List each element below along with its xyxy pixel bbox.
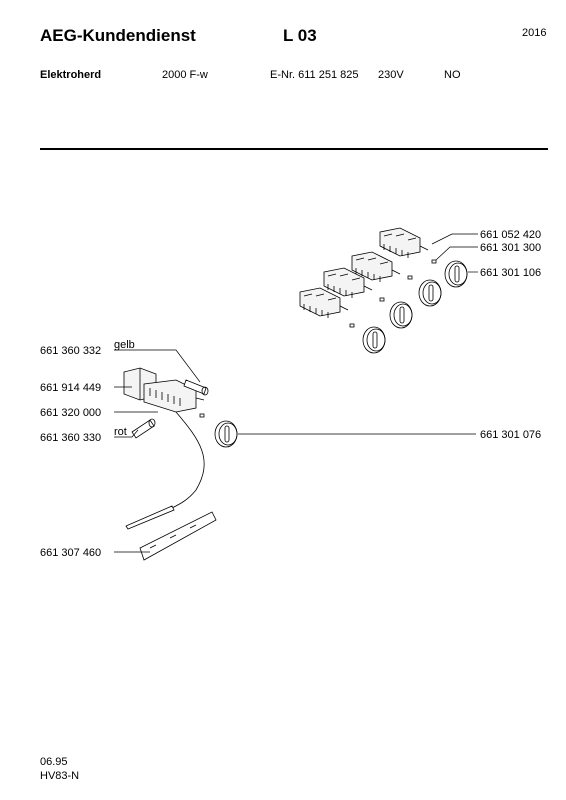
part-label-661052420: 661 052 420 — [480, 229, 541, 241]
model-number: 2000 F-w — [162, 69, 208, 81]
clip-3 — [379, 297, 385, 302]
part-label-661360332: 661 360 332 — [40, 345, 101, 357]
part-label-661301076: 661 301 076 — [480, 429, 541, 441]
footer-reference: HV83-N — [40, 770, 80, 782]
clip-1 — [431, 259, 437, 264]
knob-4 — [362, 326, 386, 354]
knob-2 — [418, 279, 442, 307]
brand-title: AEG-Kundendienst — [40, 26, 196, 45]
indicator-lamp-red — [131, 418, 156, 439]
capillary-tube — [171, 411, 205, 509]
part-label-661307460: 661 307 460 — [40, 547, 101, 559]
temperature-sensor — [125, 505, 175, 530]
clip-4 — [349, 323, 355, 328]
sensor-bracket — [139, 511, 217, 561]
document-code: L 03 — [283, 26, 317, 45]
switch-assembly-1 — [379, 227, 429, 258]
voltage: 230V — [378, 69, 404, 81]
oven-knob — [214, 420, 238, 448]
knob-1 — [444, 260, 468, 288]
leader-lines — [114, 233, 478, 553]
footer-date: 06.95 — [40, 756, 68, 768]
switch-assembly-2 — [351, 251, 401, 282]
page-number: 2016 — [522, 27, 547, 39]
product-name: Elektroherd — [40, 69, 102, 81]
clip-5 — [199, 413, 205, 418]
part-label-661301106: 661 301 106 — [480, 267, 541, 279]
clip-2 — [407, 275, 413, 280]
part-label-661914449: 661 914 449 — [40, 382, 101, 394]
switch-assembly-3 — [323, 267, 373, 298]
part-label-661301300: 661 301 300 — [480, 242, 541, 254]
switch-assembly-4 — [299, 287, 349, 318]
indicator-lamp-yellow — [183, 379, 209, 396]
header-divider — [40, 148, 548, 150]
part-label-661360330: 661 360 330 — [40, 432, 101, 444]
color-label-gelb: gelb — [114, 339, 135, 351]
bracket-slots — [149, 524, 197, 549]
country-code: NO — [444, 69, 461, 81]
knob-3 — [389, 301, 413, 329]
color-label-rot: rot — [114, 426, 127, 438]
part-label-661320000: 661 320 000 — [40, 407, 101, 419]
thermostat-assembly — [123, 367, 205, 413]
e-number: E-Nr. 611 251 825 — [270, 69, 359, 81]
